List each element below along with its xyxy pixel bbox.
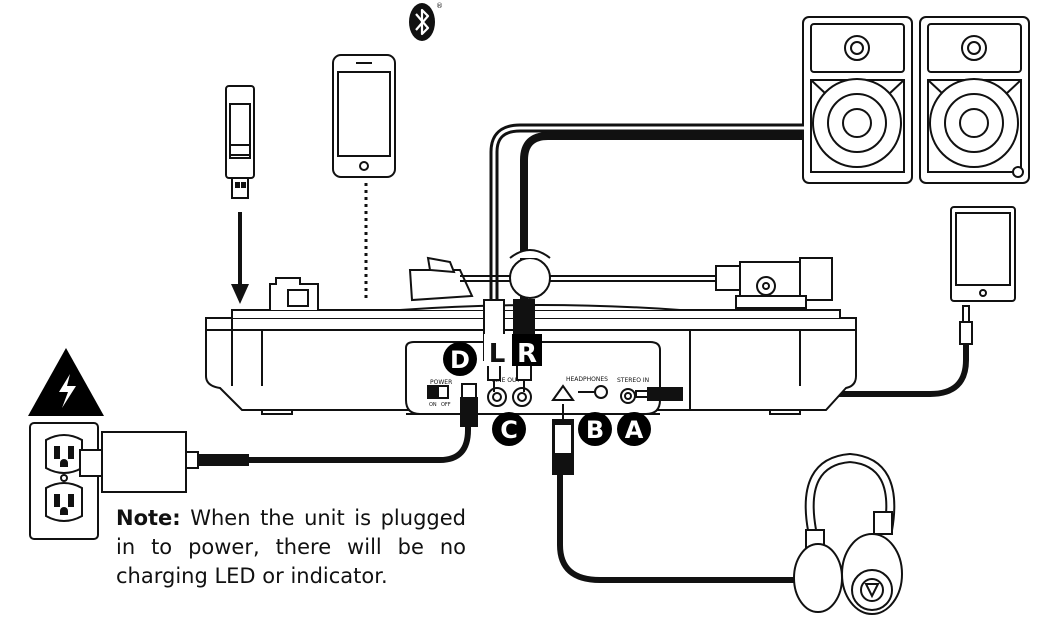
svg-text:R: R xyxy=(517,339,537,369)
high-voltage-warning-icon xyxy=(28,348,104,416)
headphones-icon xyxy=(793,452,903,615)
smartphone-icon xyxy=(332,54,396,178)
line-out-right-jack xyxy=(512,387,532,407)
headphones-jack-label: HEADPHONES xyxy=(566,376,608,383)
power-adapter-icon xyxy=(79,431,249,493)
rca-cable-left xyxy=(489,123,804,300)
left-speaker-icon xyxy=(802,16,913,184)
power-plug xyxy=(460,383,478,427)
badge-d: D xyxy=(443,342,477,376)
badge-right: R xyxy=(512,334,542,369)
turntable-platter-and-tonearm xyxy=(231,249,841,318)
badge-b: B xyxy=(578,412,612,446)
svg-text:D: D xyxy=(450,346,470,374)
usb-flash-drive-icon xyxy=(225,85,255,199)
rca-cable-right xyxy=(520,132,804,300)
note-label: Note: xyxy=(116,506,181,530)
bluetooth-icon: ® xyxy=(409,2,443,41)
wall-outlet-icon xyxy=(29,422,99,540)
tablet-aux-cable xyxy=(680,330,969,397)
line-out-label: LINE OUT xyxy=(492,377,520,384)
usb-insert-arrow xyxy=(231,212,249,304)
tablet-aux-plug xyxy=(959,305,973,345)
tablet-icon xyxy=(950,206,1016,302)
svg-text:A: A xyxy=(625,416,644,444)
right-speaker-icon xyxy=(919,16,1030,184)
power-on-label: ON xyxy=(429,402,437,408)
stereo-in-jack xyxy=(620,388,636,404)
headphone-plug xyxy=(552,404,574,475)
power-cable xyxy=(248,418,471,463)
power-switch-label: POWER xyxy=(430,379,452,386)
line-out-left-jack xyxy=(487,387,507,407)
stereo-in-plug xyxy=(635,387,683,401)
note-text: When the unit is plugged in to power, th… xyxy=(116,506,466,588)
power-note: Note: When the unit is plugged in to pow… xyxy=(116,504,466,591)
badge-left: L xyxy=(484,334,512,369)
headphone-cable xyxy=(557,470,800,583)
headphones-jack xyxy=(551,384,608,401)
power-off-label: OFF xyxy=(441,402,451,408)
svg-text:B: B xyxy=(586,416,604,444)
badge-c: C xyxy=(492,412,526,446)
badge-a: A xyxy=(617,412,651,446)
svg-text:L: L xyxy=(489,339,506,369)
svg-text:C: C xyxy=(500,416,518,444)
stereo-in-label: STEREO IN xyxy=(617,377,649,384)
svg-text:®: ® xyxy=(436,2,443,10)
